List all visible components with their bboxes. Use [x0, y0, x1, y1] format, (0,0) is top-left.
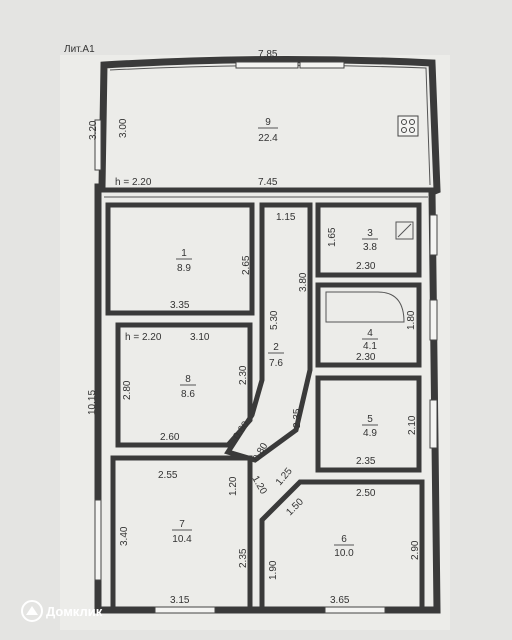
watermark-brand: Домклик	[46, 604, 103, 619]
window	[94, 499, 102, 581]
window	[235, 61, 299, 69]
room-2-area: 7.6	[269, 358, 283, 369]
dim-outer-left-top: 3.20	[88, 120, 99, 140]
domclick-logo-icon	[21, 600, 43, 622]
room-3-fixture	[395, 221, 414, 240]
window	[429, 214, 438, 256]
dim-mid-width: 7.45	[258, 177, 278, 188]
dim-hall-120b: 1.20	[228, 476, 239, 496]
room-2-number: 2	[273, 342, 279, 353]
dim-r3-width: 2.30	[356, 261, 376, 272]
dim-r5-left: 2.35	[292, 408, 303, 428]
dim-ceiling-top: h = 2.20	[115, 177, 152, 188]
dim-r4-width: 2.30	[356, 352, 376, 363]
room-3-area: 3.8	[363, 242, 377, 253]
dim-corridor-top: 1.15	[276, 212, 296, 223]
window	[429, 299, 438, 341]
dim-r7-width: 3.15	[170, 595, 190, 606]
dim-r8-right: 2.30	[238, 365, 249, 385]
dim-r1-height: 2.65	[241, 255, 252, 275]
room-4-number: 4	[367, 328, 373, 339]
room-1-number: 1	[181, 248, 187, 259]
room-5-number: 5	[367, 414, 373, 425]
dim-r6-left: 1.90	[268, 560, 279, 580]
room-9-number: 9	[265, 117, 271, 128]
dim-r4-height: 1.80	[406, 310, 417, 330]
room-4-bathtub	[325, 291, 405, 323]
dim-r7-right: 2.35	[238, 548, 249, 568]
dim-r6-width: 3.65	[330, 595, 350, 606]
room-7-number: 7	[179, 519, 185, 530]
dim-r6-right: 2.90	[410, 540, 421, 560]
room-3-number: 3	[367, 228, 373, 239]
room-4-area: 4.1	[363, 341, 377, 352]
room-8-number: 8	[185, 374, 191, 385]
room-6-area: 10.0	[334, 548, 354, 559]
room-5-area: 4.9	[363, 428, 377, 439]
dim-r8-width: 2.60	[160, 432, 180, 443]
dim-r7-left: 3.40	[119, 526, 130, 546]
room-4	[315, 282, 422, 368]
dim-room9-height: 3.00	[118, 118, 129, 138]
room-6	[259, 479, 425, 613]
stove-icon	[397, 115, 419, 137]
room-1	[105, 202, 255, 316]
dim-outer-left: 10.15	[87, 390, 98, 415]
window	[324, 606, 386, 614]
dim-r8-top: 3.10	[190, 332, 210, 343]
room-9-area: 22.4	[258, 133, 278, 144]
window	[429, 399, 438, 449]
liter-label: Лит.А1	[64, 44, 95, 55]
room-3	[315, 202, 422, 278]
dim-r1-width: 3.35	[170, 300, 190, 311]
dim-r3-right: 3.80	[298, 272, 309, 292]
dim-r6-top: 2.50	[356, 488, 376, 499]
watermark: Домклик	[21, 600, 103, 622]
room-1-area: 8.9	[177, 263, 191, 274]
dim-r5-width: 2.35	[356, 456, 376, 467]
room-2-corridor	[224, 202, 313, 463]
dim-r3-left: 1.65	[327, 227, 338, 247]
room-7-area: 10.4	[172, 534, 192, 545]
dim-r5-right: 2.10	[407, 415, 418, 435]
dim-r7-top: 2.55	[158, 470, 178, 481]
dim-r8-left: 2.80	[122, 380, 133, 400]
dim-top-width: 7.85	[258, 49, 278, 60]
dim-corridor-len: 5.30	[269, 310, 280, 330]
room-6-number: 6	[341, 534, 347, 545]
window	[94, 119, 102, 171]
room-5	[315, 375, 422, 473]
window	[154, 606, 216, 614]
dim-ceiling-r8: h = 2.20	[125, 332, 162, 343]
room-8-area: 8.6	[181, 389, 195, 400]
window	[299, 61, 345, 69]
room-8	[115, 322, 253, 448]
